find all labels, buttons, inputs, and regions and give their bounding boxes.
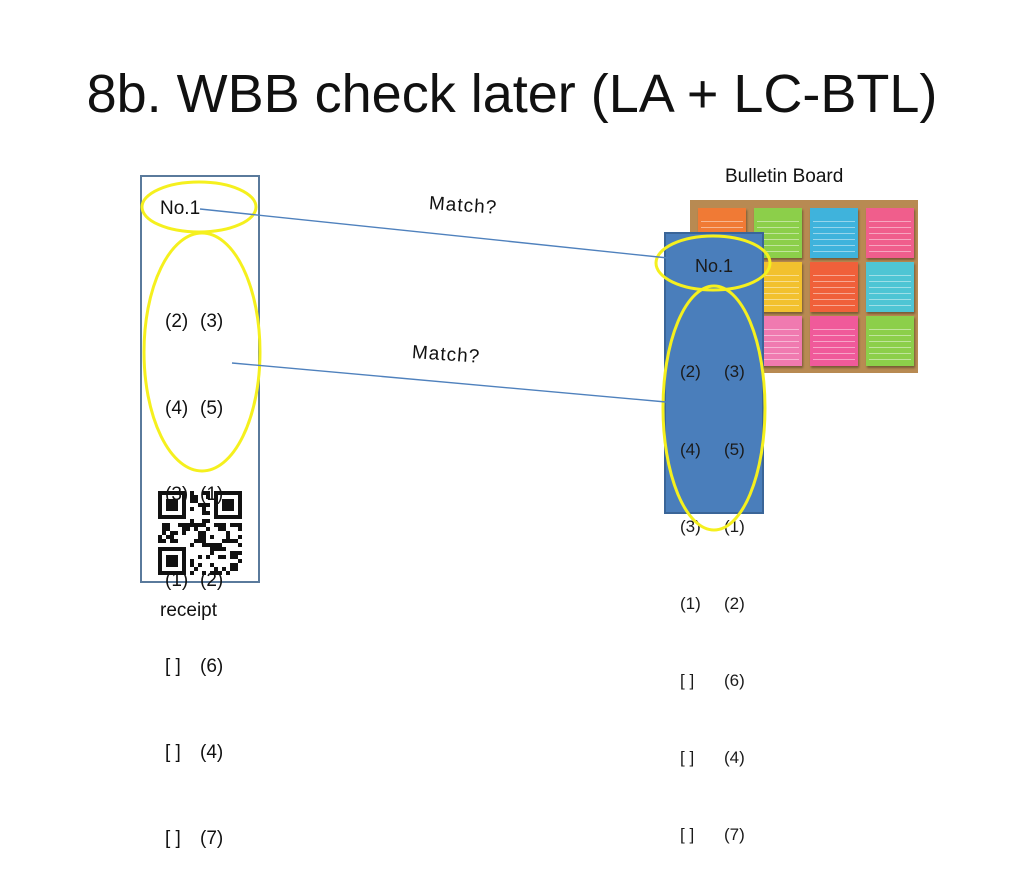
bb-left-item: [ ] [680,747,695,767]
sticky-note [866,316,914,366]
connector-choices [231,362,667,403]
slide-title: 8b. WBB check later (LA + LC-BTL) [86,64,938,124]
sticky-note [810,208,858,258]
bb-left-column: (2) (4) (3) (1) [ ] [ ] [ ] [680,308,701,873]
receipt-right-item: (6) [200,655,224,677]
receipt-right-item: (5) [200,397,224,419]
corkboard-image [690,200,918,373]
receipt-left-item: (4) [165,397,189,419]
match-label-choices: Match? [411,342,481,368]
receipt-number: No.1 [160,198,201,219]
bulletin-board-number: No.1 [695,256,734,276]
bb-right-item: (7) [724,824,745,844]
receipt-right-item: (4) [200,741,224,763]
bb-right-column: (3) (5) (1) (2) (6) (4) (7) [724,308,745,873]
bb-left-item: [ ] [680,824,695,844]
sticky-note [810,262,858,312]
receipt-left-item: (2) [165,311,189,333]
bb-right-item: (5) [724,439,745,459]
bb-left-item: (1) [680,593,701,613]
qr-code-icon [158,491,242,575]
receipt-left-item: [ ] [165,741,181,763]
bulletin-board-title: Bulletin Board [725,166,844,187]
bb-left-item: (4) [680,439,701,459]
sticky-note [866,208,914,258]
bb-left-item: (3) [680,516,701,536]
bb-right-item: (3) [724,362,745,382]
receipt-left-item: [ ] [165,827,181,849]
bb-left-item: [ ] [680,670,695,690]
sticky-note [810,316,858,366]
match-label-number: Match? [428,193,498,219]
receipt-right-item: (7) [200,827,224,849]
receipt-left-item: [ ] [165,655,181,677]
bb-right-item: (1) [724,516,745,536]
receipt-right-item: (3) [200,311,224,333]
bb-right-item: (6) [724,670,745,690]
bb-right-item: (4) [724,747,745,767]
connector-number [199,208,669,259]
receipt-label: receipt [160,600,218,621]
sticky-note [866,262,914,312]
bb-left-item: (2) [680,362,701,382]
bb-right-item: (2) [724,593,745,613]
